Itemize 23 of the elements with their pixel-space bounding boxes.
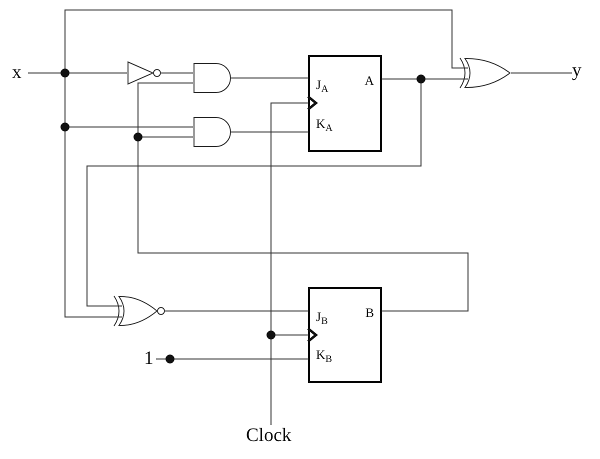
wire xyxy=(86,78,422,306)
pin-label: A xyxy=(364,73,374,88)
wire xyxy=(160,72,194,74)
pin-label: B xyxy=(365,305,374,320)
wire xyxy=(164,310,308,312)
wire xyxy=(156,358,308,360)
signal-label: Clock xyxy=(246,425,292,447)
flip-flop-box xyxy=(308,287,382,383)
not-gate xyxy=(127,61,161,85)
xnor-gate xyxy=(113,296,165,326)
pin-label: J$_{A}$ xyxy=(316,77,328,97)
pin-label: J$_{B}$ xyxy=(316,309,328,329)
signal-label: x xyxy=(12,62,22,84)
and-gate xyxy=(193,117,231,147)
pin-label: K$_{A}$ xyxy=(316,116,333,136)
and-gate xyxy=(193,63,231,93)
signal-label: 1 xyxy=(144,348,154,370)
xor-gate xyxy=(459,58,511,88)
flip-flop-box xyxy=(308,55,382,152)
wire xyxy=(138,136,468,312)
wire xyxy=(510,72,572,74)
signal-label: y xyxy=(572,60,582,82)
pin-label: K$_{B}$ xyxy=(316,347,332,367)
